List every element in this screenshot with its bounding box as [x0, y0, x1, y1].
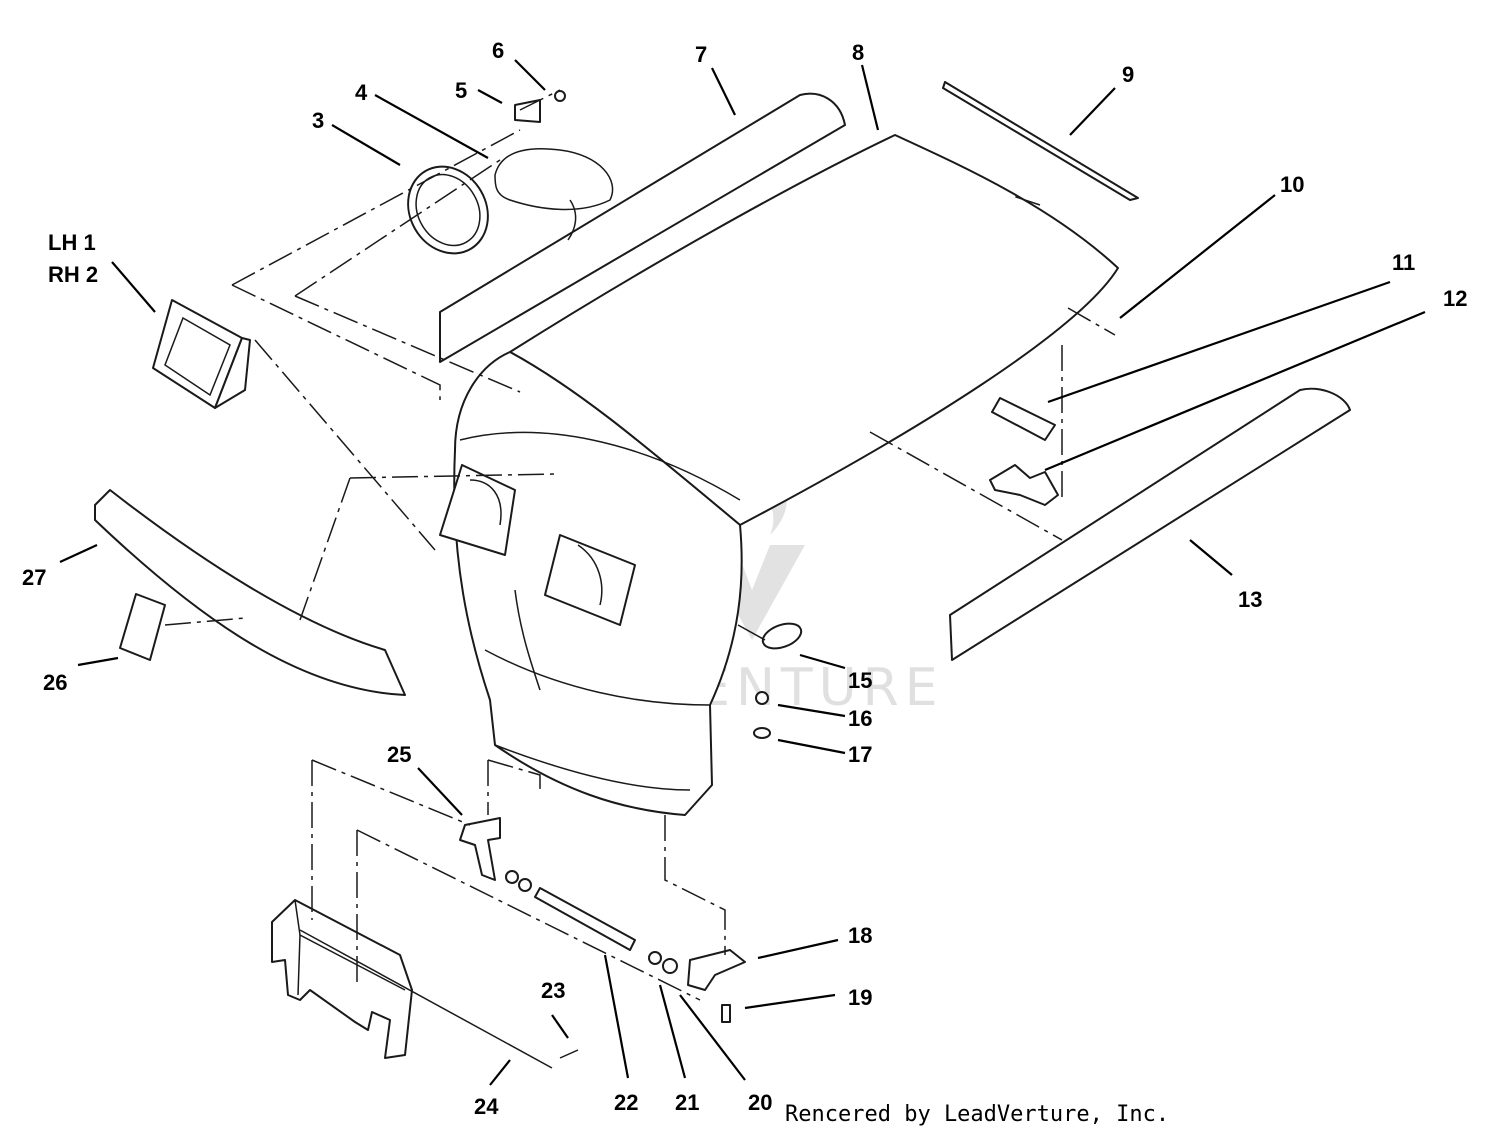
callout-25: 25: [387, 742, 411, 767]
bracket-5: [514, 99, 541, 123]
callout-7: 7: [695, 42, 707, 67]
washer-17: [753, 727, 771, 739]
nut-20: [662, 958, 678, 974]
rod-22: [534, 887, 636, 951]
callout-23: 23: [541, 978, 565, 1003]
callout-19: 19: [848, 985, 872, 1010]
callout-22: 22: [614, 1090, 638, 1115]
callout-13: 13: [1238, 587, 1262, 612]
callout-27: 27: [22, 565, 46, 590]
callout-lh1: LH 1: [48, 230, 96, 255]
callout-12: 12: [1443, 286, 1467, 311]
callout-20: 20: [748, 1090, 772, 1115]
pin-11: [991, 397, 1056, 441]
callout-15: 15: [848, 668, 872, 693]
left-headlight-opening: [439, 464, 516, 556]
callout-6: 6: [492, 38, 504, 63]
bolt-19: [721, 1004, 731, 1023]
callout-16: 16: [848, 706, 872, 731]
bumper-strip-27: [94, 489, 406, 696]
rod-24: [299, 929, 553, 1069]
clip-23: [559, 1049, 579, 1059]
callout-17: 17: [848, 742, 872, 767]
hinge-bracket-25: [459, 817, 501, 881]
cable-loop-15: [761, 622, 803, 650]
callout-8: 8: [852, 40, 864, 65]
callout-11: 11: [1392, 250, 1415, 275]
washer-21: [648, 951, 662, 965]
callout-9: 9: [1122, 62, 1134, 87]
callout-10: 10: [1280, 172, 1304, 197]
callout-26: 26: [43, 670, 67, 695]
right-headlight-opening: [544, 534, 636, 626]
trim-strip-13: [949, 387, 1351, 661]
callout-rh2: RH 2: [48, 262, 98, 287]
assembly-lines: [164, 89, 1116, 1001]
callout-24: 24: [474, 1094, 499, 1119]
callout-4: 4: [355, 80, 368, 105]
nut-16: [755, 691, 769, 705]
headlamp-3: [407, 165, 489, 255]
corner-light-housing: [152, 299, 251, 409]
leader-lines: [59, 59, 1426, 1086]
callout-5: 5: [455, 78, 467, 103]
callout-3: 3: [312, 108, 324, 133]
latch-12: [989, 464, 1059, 506]
reflector-26: [119, 593, 166, 661]
mounting-frame: [271, 899, 413, 1059]
callout-18: 18: [848, 923, 872, 948]
wire-harness-4: [494, 148, 614, 211]
callouts: LH 1 RH 2 3 4 5 6 7 8 9 10 11 12 13 15 1…: [22, 38, 1467, 1119]
screw-6: [554, 90, 566, 102]
credit-line: Rencered by LeadVerture, Inc.: [785, 1102, 1169, 1127]
callout-21: 21: [675, 1090, 699, 1115]
seal-strip-9: [942, 81, 1139, 201]
trim-strip-7: [439, 92, 846, 363]
hinge-bracket-18: [687, 949, 746, 991]
